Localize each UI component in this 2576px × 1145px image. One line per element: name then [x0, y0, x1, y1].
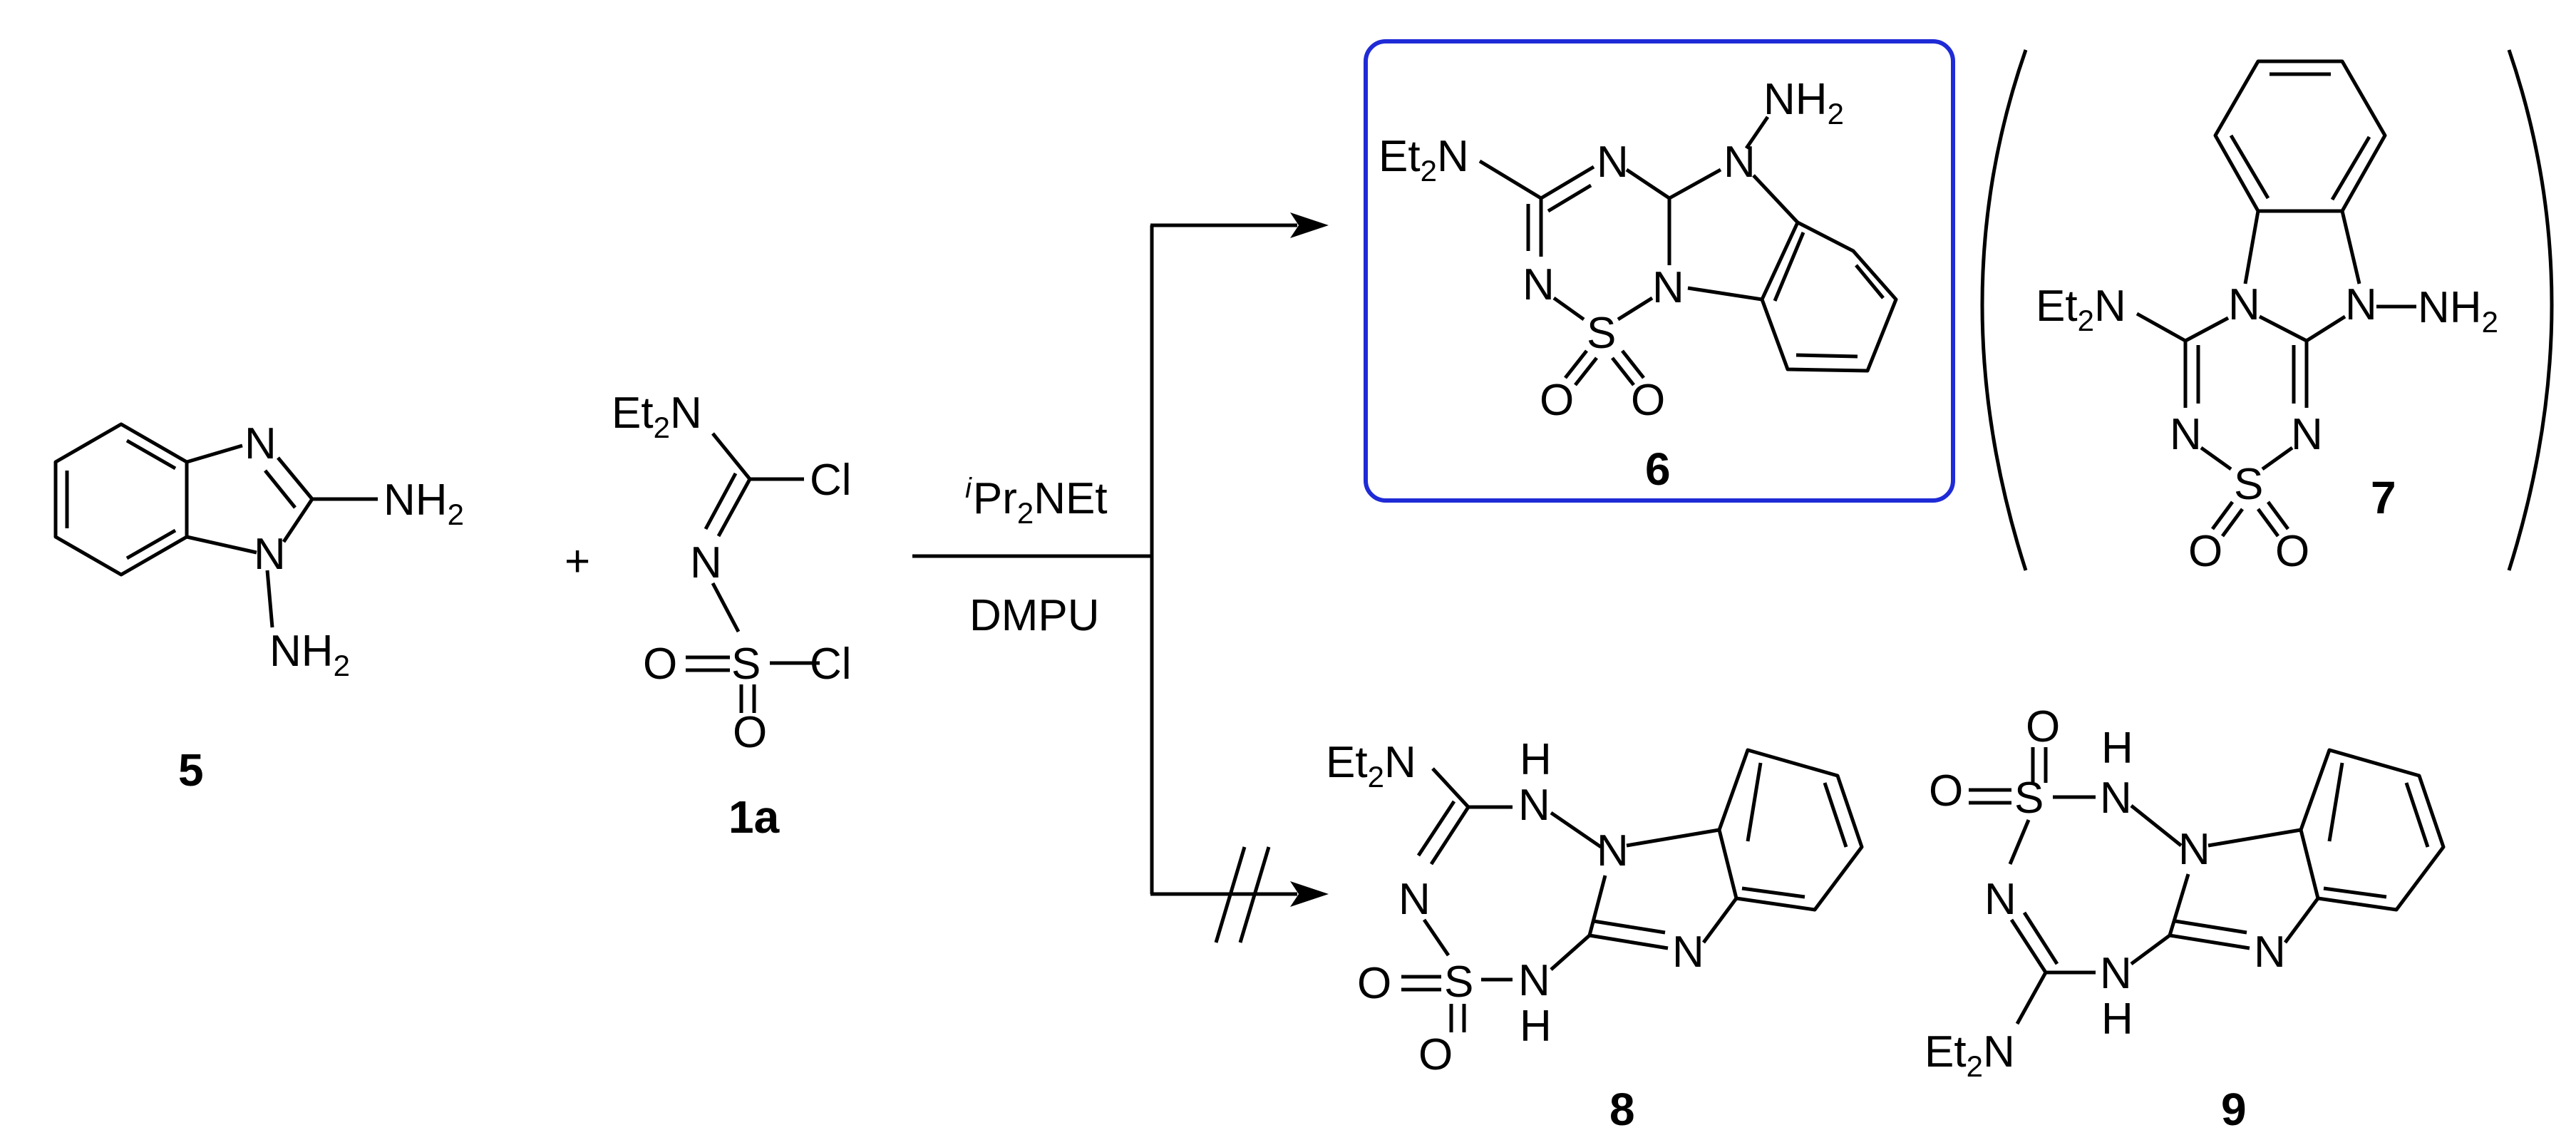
atom-n4-9: N: [2254, 928, 2286, 977]
label-nh2-n1-5: NH2: [269, 627, 350, 682]
atom-n-bridge-7: N: [2228, 280, 2260, 329]
atom-n-1a: N: [690, 538, 722, 587]
compound-9-structure: O O S H N N N N H Et2N N: [1925, 702, 2446, 1083]
atom-n-bridge-9: N: [2178, 825, 2210, 874]
reagent-base: iPr2NEt: [965, 473, 1108, 530]
compound-label-5: 5: [178, 744, 204, 796]
atom-n-amino-7: N: [2345, 280, 2377, 329]
label-et2n-9: Et2N: [1925, 1027, 2015, 1083]
atom-o2-1a: O: [733, 708, 767, 757]
atom-o1-7: O: [2188, 527, 2222, 576]
atom-cl1-1a: Cl: [810, 456, 852, 505]
atom-h1-8: H: [1520, 735, 1552, 784]
label-et2n-8: Et2N: [1326, 738, 1416, 794]
atom-n-bridge-8: N: [1597, 826, 1629, 876]
paren-left: [1980, 49, 2028, 571]
label-nh2-6: NH2: [1763, 75, 1844, 130]
atom-o2-7: O: [2275, 527, 2309, 576]
atom-o-left-9: O: [1929, 766, 1963, 816]
reaction-arrows: [912, 212, 1329, 943]
atom-s-6: S: [1587, 309, 1616, 358]
atom-h3-9: H: [2101, 995, 2133, 1044]
atom-n4-8: N: [1672, 928, 1704, 977]
reagent-solvent: DMPU: [969, 591, 1100, 640]
compound-5-structure: N N NH2 NH2: [53, 419, 464, 682]
atom-n1-9: N: [2100, 774, 2132, 823]
plus-sign: +: [565, 537, 590, 586]
atom-h1-9: H: [2101, 724, 2133, 773]
compound-7-structure: N N NH2 N N S Et2N O O: [2036, 59, 2498, 576]
compound-6-structure: Et2N N N S N O O N NH2: [1379, 75, 1898, 425]
atom-n-bridge-6: N: [1652, 263, 1684, 312]
compound-1a-structure: Et2N Cl N S Cl O O: [612, 389, 852, 757]
atom-n2-6: N: [1523, 260, 1555, 309]
atom-s-9: S: [2014, 774, 2044, 823]
atom-n3-9: N: [2100, 949, 2132, 998]
label-nh2-7: NH2: [2418, 283, 2498, 339]
atom-o1-1a: O: [643, 640, 677, 689]
label-nh2-c2-5: NH2: [383, 476, 464, 531]
highlight-box-6: [1364, 39, 1955, 503]
atom-n2-7: N: [2170, 410, 2202, 459]
compound-label-9: 9: [2221, 1084, 2247, 1135]
compound-label-7: 7: [2371, 472, 2396, 523]
atom-o1-8: O: [1357, 959, 1391, 1008]
atom-o-top-9: O: [2026, 702, 2060, 751]
atom-s-8: S: [1444, 957, 1473, 1007]
atom-s-7: S: [2234, 460, 2263, 509]
atom-o2-8: O: [1418, 1030, 1453, 1079]
atom-n3-8: N: [1518, 956, 1550, 1005]
label-et2n-6: Et2N: [1379, 132, 1469, 188]
label-et2n-1a: Et2N: [612, 389, 702, 444]
atom-n2-8: N: [1398, 875, 1431, 924]
atom-o1-6: O: [1540, 376, 1574, 425]
atom-o2-6: O: [1631, 376, 1665, 425]
atom-n1-8: N: [1518, 781, 1550, 830]
compound-label-8: 8: [1609, 1084, 1635, 1135]
compound-label-1a: 1a: [728, 791, 780, 843]
compound-label-6: 6: [1645, 443, 1671, 495]
atom-n3-5: N: [244, 419, 277, 468]
atom-s-1a: S: [731, 640, 761, 689]
label-et2n-7: Et2N: [2036, 282, 2126, 337]
atom-n3-7: N: [2291, 410, 2323, 459]
compound-8-structure: Et2N H N N N S N H O O N: [1326, 735, 1864, 1079]
atom-n1-5: N: [254, 530, 286, 579]
atom-h3-8: H: [1520, 1002, 1552, 1051]
paren-right: [2507, 49, 2554, 571]
atom-cl2-1a: Cl: [810, 640, 852, 689]
atom-n4-6: N: [1597, 138, 1629, 187]
atom-n2-9: N: [1984, 875, 2016, 924]
